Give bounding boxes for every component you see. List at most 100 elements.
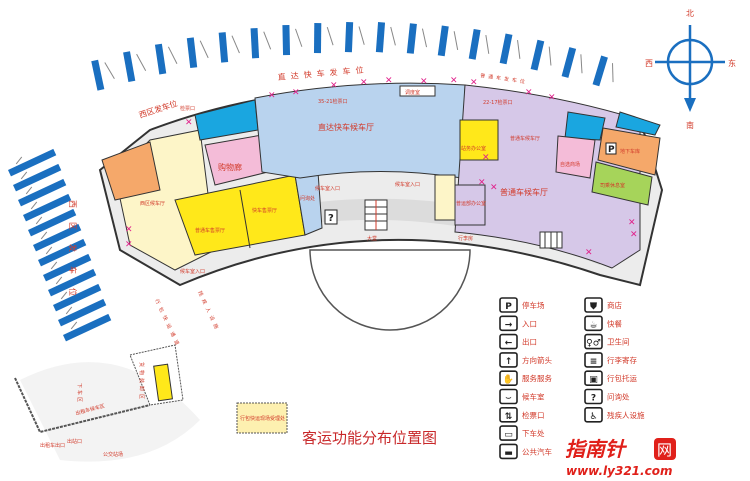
legend-item: ⇅检票口 [499, 406, 545, 423]
west-departure-label: 西区发车位 [138, 98, 179, 120]
dropoff-icon-glyph: ▭ [504, 430, 513, 440]
departure-stall [406, 23, 428, 54]
cargo-bay [153, 363, 174, 402]
gate-marker: ✕ [478, 178, 486, 188]
legend-item: ☕快餐 [584, 315, 622, 332]
departure-stall [7, 148, 57, 177]
legend-label: 候车室 [522, 392, 545, 402]
gate-marker: ✕ [125, 240, 133, 250]
legend-label: 商店 [607, 300, 622, 310]
express-departure-label: 直达快车发车位 [277, 64, 369, 82]
regular-hall-label: 普通车候车厅 [500, 187, 548, 197]
taxi-exit-label: 出租车出口 [40, 442, 65, 449]
compass-east: 东 [728, 58, 736, 68]
gate-marker: ✕ [585, 248, 593, 258]
arrow-up-icon-glyph: ↑ [505, 357, 513, 367]
inquiry-label: 问询处 [300, 195, 315, 202]
parking-icon [499, 297, 518, 313]
entrance-icon [499, 315, 518, 332]
waiting-room-icon [499, 388, 518, 405]
departure-stall [437, 25, 459, 57]
departure-stall [218, 32, 240, 63]
dispatch-room [399, 85, 436, 97]
gate-marker: ✕ [185, 118, 193, 128]
watermark-seal [654, 438, 676, 460]
legend-item: ⛊ 商店 [584, 297, 622, 313]
compass-west: 西 [645, 59, 653, 68]
departure-stall [22, 193, 72, 222]
exit-icon-glyph: ← [505, 339, 513, 349]
departure-stall [123, 51, 147, 82]
disabled-facility-label: 残疾人设施 [196, 290, 221, 334]
legend-label: 问询处 [607, 392, 630, 402]
top-departure-stalls [91, 21, 614, 91]
gate-marker: ✕ [420, 77, 428, 87]
arrow-up-icon [499, 352, 518, 368]
legend-item: ⌣候车室 [499, 388, 545, 405]
luggage-channel-label: 行包快运通道 [153, 298, 182, 350]
west-orange-room [101, 141, 161, 201]
departure-stall [561, 47, 583, 78]
parking-garage-label: 地下车库 [620, 148, 640, 155]
legend-item: → 入口 [499, 315, 537, 332]
parcel-icon [584, 370, 603, 387]
departure-stall [250, 28, 272, 59]
legend-label: 行李寄存 [607, 355, 637, 365]
service-icon [499, 370, 518, 387]
regular-office-label: 普运部办公室 [456, 200, 486, 207]
driver-rest-room [591, 161, 653, 206]
legend-item: ▭下车处 [499, 425, 545, 441]
dropoff-label: 下车区 [76, 383, 83, 404]
gate-marker: ✕ [470, 78, 478, 88]
gate-marker: ✕ [450, 76, 458, 86]
departure-stall [12, 163, 62, 192]
departure-stall [58, 298, 107, 327]
question-icon-glyph: ? [591, 394, 596, 404]
legend-label: 入口 [522, 319, 537, 328]
departure-stall [530, 39, 552, 71]
waiting-entrance-3: 候车室入口 [180, 268, 205, 275]
legend-label: 服务服务 [522, 373, 552, 383]
watermark-url: www.ly321.com [566, 464, 672, 478]
departure-stall [344, 21, 365, 53]
departure-stall [48, 268, 97, 297]
restroom-icon-glyph: ♀♂ [586, 339, 601, 349]
supermarket-label: 自选商场 [560, 161, 580, 168]
gate-marker: ✕ [125, 225, 133, 235]
departure-stall [43, 253, 92, 282]
lobby-label: 大堂 [367, 235, 377, 242]
departure-stall [33, 223, 82, 252]
legend-label: 出口 [522, 337, 537, 347]
fast-food-icon [584, 315, 603, 332]
regular-departure-label: 普通车发车位 [480, 72, 529, 86]
legend-item: ≡行李寄存 [584, 352, 637, 368]
gate-marker: ✕ [548, 93, 556, 103]
shop-icon-glyph: ⛊ [589, 302, 597, 312]
legend-label: 检票口 [522, 410, 545, 420]
departure-stall [91, 59, 115, 91]
waiting-entrance-1: 候车室入口 [315, 185, 340, 192]
plaza-semicircle [309, 249, 471, 331]
departure-stall [499, 33, 521, 65]
departure-stall [154, 43, 178, 75]
departure-stall [313, 23, 334, 54]
legend-label: 方向箭头 [522, 355, 552, 365]
departure-stall [53, 283, 102, 312]
restroom-east-1 [564, 111, 606, 141]
restroom-east-2 [615, 111, 661, 136]
shopping-label: 购物廊 [218, 162, 242, 172]
parcel-icon-glyph: ▣ [589, 375, 598, 385]
restroom-icon [584, 333, 603, 350]
legend-label: 残疾人设施 [607, 410, 645, 420]
gate-marker: ✕ [630, 230, 638, 240]
gate-marker: ✕ [360, 78, 368, 88]
waiting-entrance-2: 候车室入口 [395, 181, 420, 188]
wheelchair-icon-glyph: ♿ [589, 412, 597, 422]
regular-ticket-hall-label: 普通车售票厅 [195, 227, 225, 234]
departure-stall [592, 55, 614, 87]
express-ticket-hall-label: 快车售票厅 [252, 207, 277, 214]
regular-gates-label: 22-17检票口 [483, 99, 513, 106]
watermark-logo: 指南针 网 www.ly321.com [565, 437, 676, 478]
entrance-icon-glyph: → [505, 320, 513, 330]
